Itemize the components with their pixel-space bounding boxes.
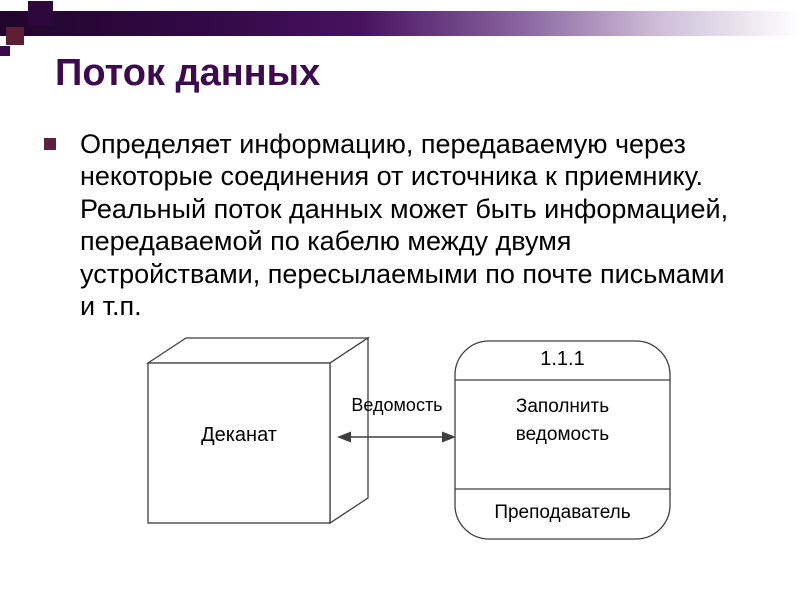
process-performer: Преподаватель	[494, 502, 631, 523]
slide-title: Поток данных	[55, 52, 321, 94]
flow-arrow-head-right	[442, 431, 456, 443]
external-entity-label: Деканат	[201, 424, 277, 446]
header-gradient-bar	[0, 11, 800, 36]
corner-square-decoration-small	[0, 46, 10, 56]
bullet-square-icon	[44, 138, 56, 150]
process-name: Заполнить ведомость	[515, 396, 610, 445]
process-number: 1.1.1	[540, 348, 585, 370]
corner-square-decoration-large	[28, 1, 53, 26]
corner-square-decoration-medium	[6, 27, 24, 45]
data-flow-label: Ведомость	[351, 395, 443, 415]
bullet-item: Определяет информацию, передаваемую чере…	[42, 128, 742, 322]
flow-arrow-head-left	[337, 431, 351, 443]
cube-right-face	[329, 336, 369, 525]
bullet-text: Определяет информацию, передаваемую чере…	[80, 129, 729, 321]
cube-front-face	[147, 362, 331, 524]
